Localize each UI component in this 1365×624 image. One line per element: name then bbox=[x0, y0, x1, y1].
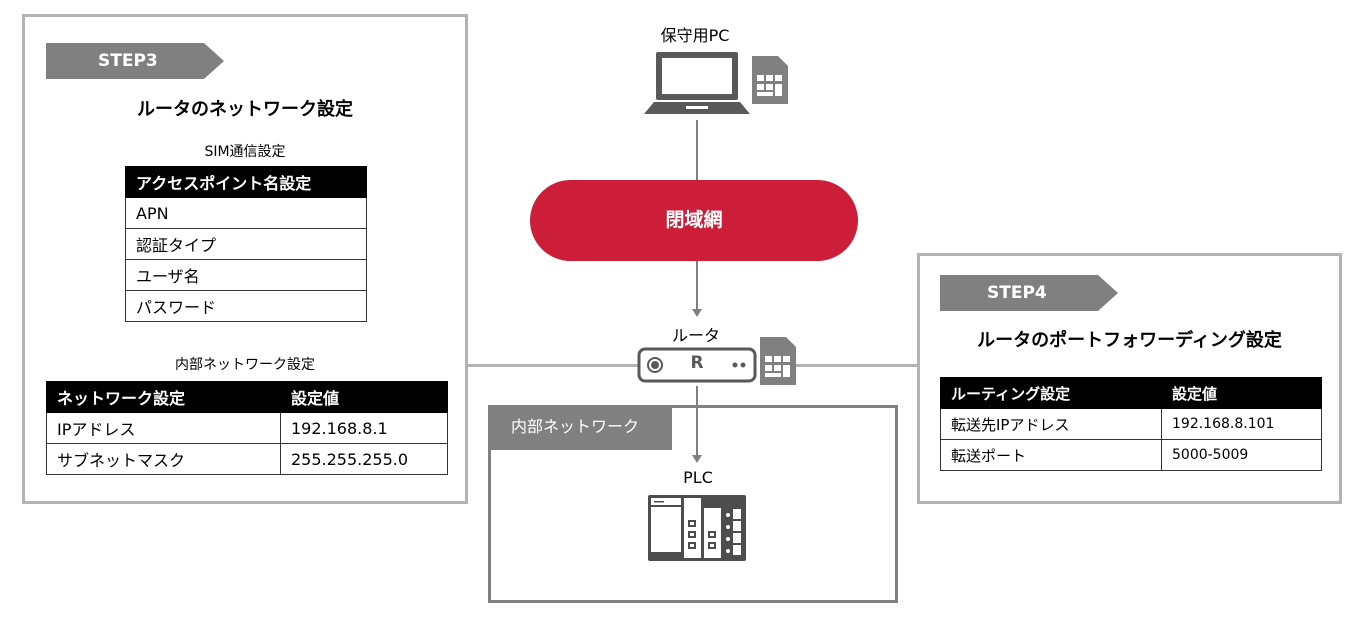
step4-tag: STEP4 bbox=[940, 275, 1118, 311]
table-row: パスワード bbox=[125, 290, 367, 322]
step3-panel: STEP3 ルータのネットワーク設定 SIM通信設定 アクセスポイント名設定 A… bbox=[22, 14, 468, 504]
table-row: サブネットマスク 255.255.255.0 bbox=[46, 443, 448, 475]
plc-label: PLC bbox=[683, 468, 713, 487]
laptop-icon bbox=[644, 52, 750, 114]
apn-row-password: パスワード bbox=[125, 290, 367, 322]
apn-row-user: ユーザ名 bbox=[125, 259, 367, 291]
lan-header-setting: ネットワーク設定 bbox=[46, 381, 281, 413]
routing-ip-value: 192.168.8.101 bbox=[1161, 408, 1322, 440]
internal-network-tag: 内部ネットワーク bbox=[491, 408, 672, 450]
table-row: ユーザ名 bbox=[125, 259, 367, 291]
routing-table: ルーティング設定 設定値 転送先IPアドレス 192.168.8.101 転送ポ… bbox=[940, 377, 1322, 471]
apn-row-apn: APN bbox=[125, 197, 367, 229]
apn-row-auth: 認証タイプ bbox=[125, 228, 367, 260]
routing-header-setting: ルーティング設定 bbox=[940, 377, 1162, 409]
routing-header-value: 設定値 bbox=[1161, 377, 1322, 409]
plc-icon bbox=[648, 495, 746, 561]
link-router-plc bbox=[696, 386, 698, 456]
link-step3-router bbox=[466, 364, 638, 367]
lan-table: ネットワーク設定 設定値 IPアドレス 192.168.8.1 サブネットマスク… bbox=[46, 381, 448, 475]
router-glyph: R bbox=[690, 353, 704, 373]
apn-table: アクセスポイント名設定 APN 認証タイプ ユーザ名 パスワード bbox=[125, 166, 367, 322]
step4-panel: STEP4 ルータのポートフォワーディング設定 ルーティング設定 設定値 転送先… bbox=[917, 253, 1342, 504]
link-router-step4 bbox=[796, 364, 920, 367]
table-row: 転送先IPアドレス 192.168.8.101 bbox=[940, 408, 1322, 440]
link-pc-cloud bbox=[696, 120, 698, 180]
router-label: ルータ bbox=[671, 326, 720, 345]
routing-port-label: 転送ポート bbox=[940, 439, 1162, 471]
sim-caption: SIM通信設定 bbox=[204, 144, 286, 160]
table-row: APN bbox=[125, 197, 367, 229]
arrow-down-icon bbox=[692, 455, 702, 463]
apn-table-header: アクセスポイント名設定 bbox=[125, 166, 367, 198]
step3-tag: STEP3 bbox=[46, 43, 224, 79]
pc-label: 保守用PC bbox=[660, 26, 730, 45]
link-cloud-router bbox=[696, 261, 698, 311]
closed-network: 閉域網 bbox=[530, 180, 858, 261]
lan-caption: 内部ネットワーク設定 bbox=[175, 357, 315, 373]
step3-title: ルータのネットワーク設定 bbox=[137, 99, 353, 120]
lan-ip-label: IPアドレス bbox=[46, 412, 281, 444]
table-row: 認証タイプ bbox=[125, 228, 367, 260]
table-row: 転送ポート 5000-5009 bbox=[940, 439, 1322, 471]
lan-mask-value: 255.255.255.0 bbox=[280, 443, 448, 475]
router-sim-card-icon bbox=[760, 337, 796, 385]
lan-ip-value: 192.168.8.1 bbox=[280, 412, 448, 444]
routing-port-value: 5000-5009 bbox=[1161, 439, 1322, 471]
lan-mask-label: サブネットマスク bbox=[46, 443, 281, 475]
routing-ip-label: 転送先IPアドレス bbox=[940, 408, 1162, 440]
arrow-down-icon bbox=[692, 309, 702, 317]
step4-title: ルータのポートフォワーディング設定 bbox=[977, 330, 1282, 351]
table-row: IPアドレス 192.168.8.1 bbox=[46, 412, 448, 444]
lan-header-value: 設定値 bbox=[280, 381, 448, 413]
router-icon bbox=[637, 347, 757, 383]
sim-card-icon bbox=[752, 56, 788, 104]
